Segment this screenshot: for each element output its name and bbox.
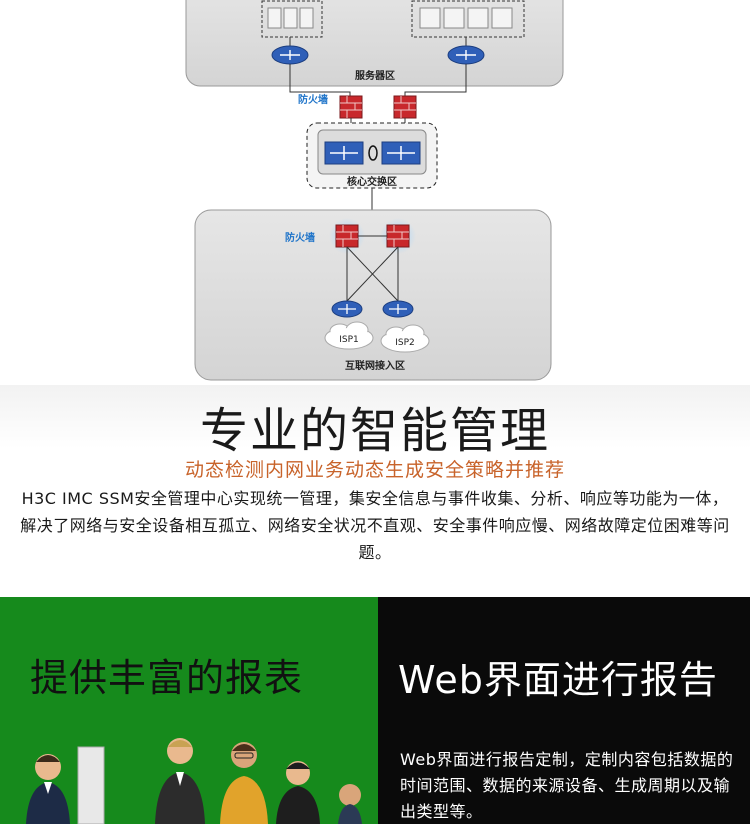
server-zone: 服务器区 (185, 0, 564, 87)
router-icon (382, 300, 414, 318)
isp2-label: ISP2 (395, 338, 415, 348)
person-icon (338, 784, 362, 824)
server-zone-label: 服务器区 (355, 69, 395, 82)
firewall-icon (339, 95, 363, 119)
firewall-label-top: 防火墙 (298, 93, 328, 106)
management-section: 专业的智能管理 动态检测内网业务动态生成安全策略并推荐 H3C IMC SSM安… (0, 385, 750, 597)
firewall-icon (335, 224, 359, 248)
firewall-icon (393, 95, 417, 119)
reports-title: 提供丰富的报表 (30, 656, 304, 700)
firewall-label-bottom: 防火墙 (285, 231, 315, 244)
person-icon (26, 754, 70, 824)
web-report-title: Web界面进行报告 (398, 658, 718, 702)
internet-access-zone: 防火墙 ISP1 (194, 209, 552, 381)
firewall-icon (386, 224, 410, 248)
reports-panel: 提供丰富的报表 (0, 597, 378, 824)
door-icon (77, 746, 105, 824)
management-description: H3C IMC SSM安全管理中心实现统一管理，集安全信息与事件收集、分析、响应… (20, 489, 730, 562)
internet-zone-label: 互联网接入区 (345, 359, 405, 372)
isp1-label: ISP1 (339, 335, 359, 345)
router-icon (331, 300, 363, 318)
management-title: 专业的智能管理 (199, 403, 550, 459)
core-switch-zone: 核心交换区 (306, 122, 438, 189)
web-report-panel: Web界面进行报告 Web界面进行报告定制，定制内容包括数据的时间范围、数据的来… (378, 597, 750, 824)
person-icon (155, 738, 205, 824)
person-icon (220, 742, 268, 824)
network-topology-diagram: 服务器区 防火墙 核心交换区 防火墙 (185, 0, 564, 381)
management-subtitle: 动态检测内网业务动态生成安全策略并推荐 (184, 459, 565, 481)
cloud-icon (380, 324, 430, 353)
core-switch-icon (381, 141, 421, 165)
switch-icon (271, 45, 309, 65)
switch-icon (447, 45, 485, 65)
cloud-icon (324, 321, 374, 350)
core-switch-icon (324, 141, 364, 165)
web-report-description: Web界面进行报告定制，定制内容包括数据的时间范围、数据的来源设备、生成周期以及… (400, 750, 734, 821)
server-rack-icon (419, 7, 513, 29)
business-people-illustration (26, 738, 362, 824)
server-rack-icon (267, 7, 314, 29)
core-zone-label: 核心交换区 (347, 175, 397, 188)
person-icon (276, 761, 320, 824)
